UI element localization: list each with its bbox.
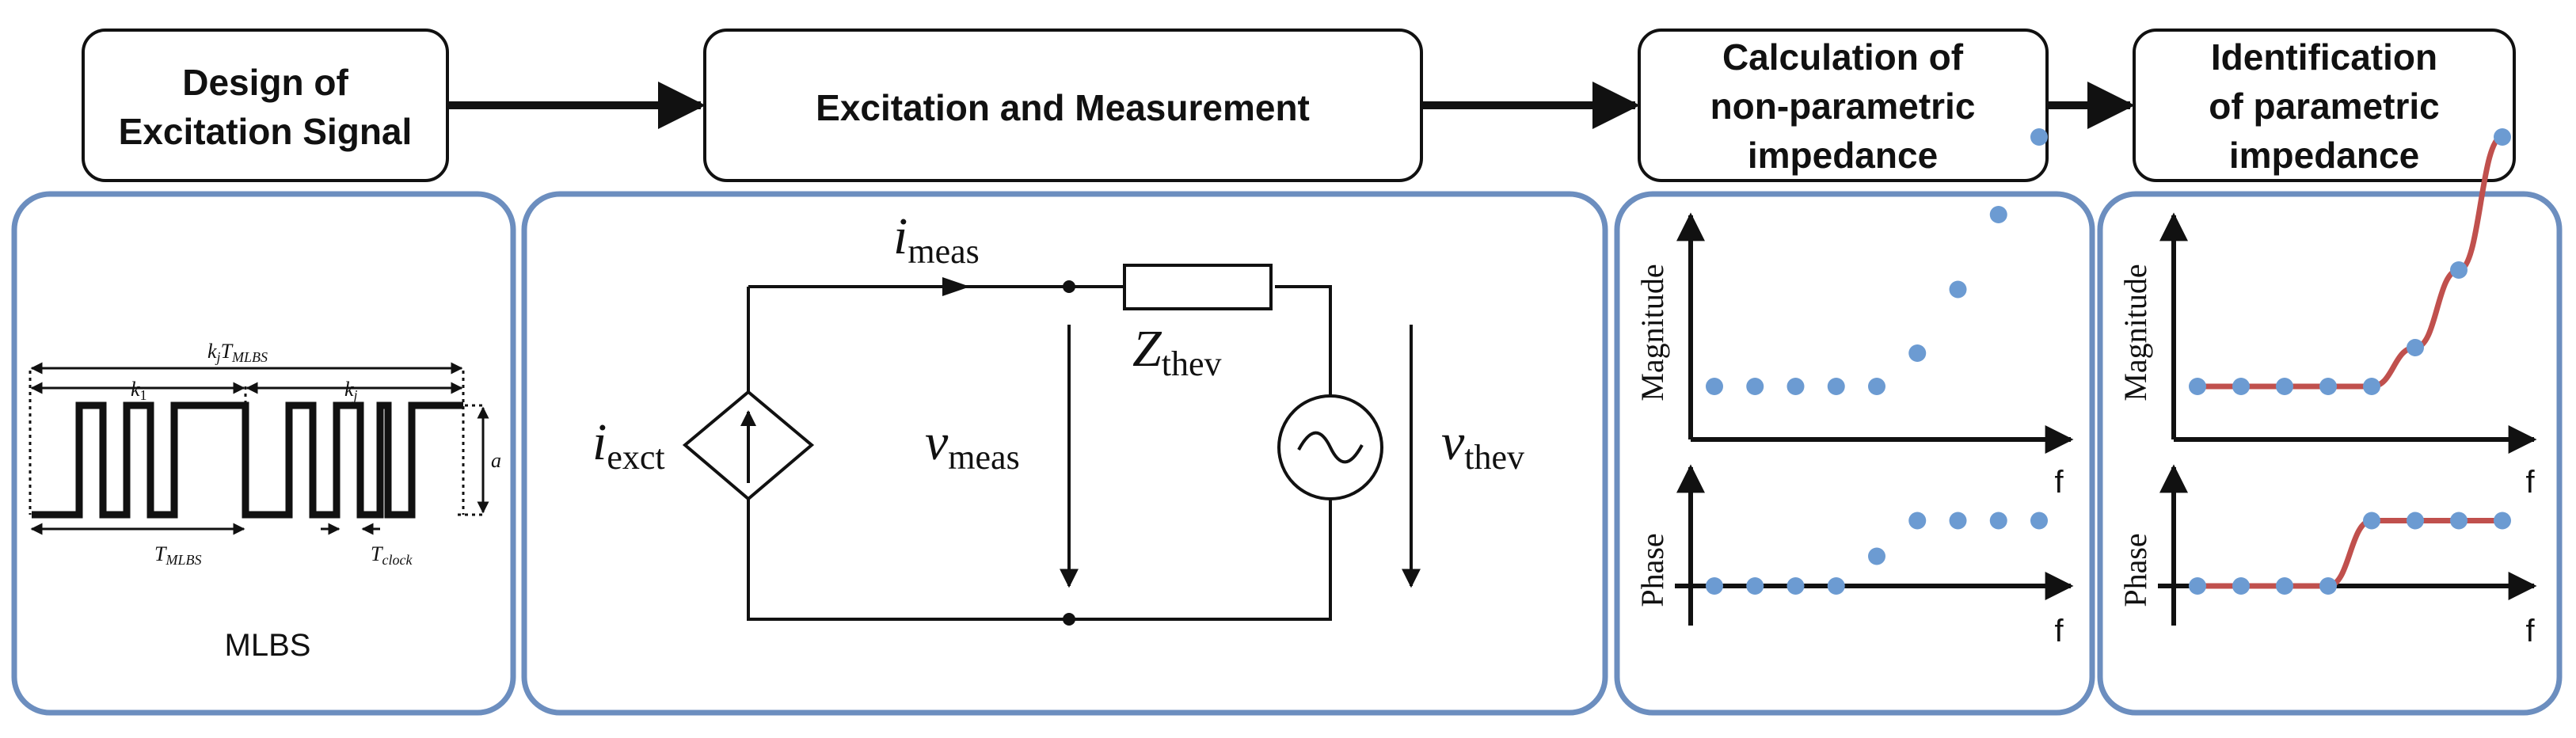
np-magnitude-data-point: [1908, 344, 1927, 362]
stage-calculation: Calculation of non-parametric impedance: [1638, 29, 2049, 182]
label-i-meas: imeas: [893, 207, 980, 271]
np-phase-data-point: [1706, 577, 1723, 595]
mlbs-caption: MLBS: [225, 628, 311, 663]
np-magnitude-data-point: [1827, 378, 1845, 395]
p-magnitude-data-point: [2319, 378, 2337, 395]
p-magnitude-f-label: f: [2525, 465, 2535, 500]
np-phase-data-point: [1949, 512, 1967, 530]
stage-design: Design of Excitation Signal: [82, 29, 449, 182]
p-magnitude-data-point: [2189, 378, 2206, 395]
stage-design-line2: Excitation Signal: [119, 111, 413, 152]
panel-mlbs: [11, 191, 516, 716]
label-v-thev: vthev: [1441, 413, 1524, 477]
np-phase-f-label: f: [2054, 614, 2064, 649]
np-magnitude-data-point: [1706, 378, 1723, 395]
np-magnitude-axis-title: Magnitude: [1634, 264, 1670, 401]
label-k1: k1: [131, 378, 147, 403]
np-phase-data-point: [1989, 512, 2007, 530]
np-phase-data-point: [1786, 577, 1805, 595]
p-magnitude-axis-title: Magnitude: [2117, 264, 2153, 401]
p-phase-data-point: [2232, 577, 2250, 595]
stage-excitation: Excitation and Measurement: [703, 29, 1423, 182]
label-z-thev: Zthev: [1132, 320, 1221, 383]
p-phase-data-point: [2407, 512, 2424, 530]
p-phase-data-point: [2319, 577, 2337, 595]
np-magnitude-data-point: [1949, 280, 1967, 299]
panel-nonparametric: [1614, 191, 2095, 716]
np-phase-data-point: [1746, 577, 1764, 595]
label-kj-tmlbs: kjTMLBS: [207, 340, 268, 365]
p-phase-f-label: f: [2525, 614, 2535, 649]
stage-identification-line1: Identification: [2211, 36, 2437, 78]
stage-excitation-label: Excitation and Measurement: [816, 87, 1310, 128]
panel-parametric: [2097, 191, 2563, 716]
stage-identification-line2: of parametric: [2209, 86, 2439, 127]
np-magnitude-data-point: [1746, 378, 1764, 395]
mlbs-waveform: [32, 401, 463, 519]
p-phase-data-point: [2363, 512, 2380, 530]
voltage-source-symbol: [1277, 394, 1383, 500]
label-tclock: Tclock: [371, 542, 413, 568]
stage-identification-line3: impedance: [2229, 135, 2419, 176]
current-source-symbol: [682, 390, 815, 501]
p-phase-data-point: [2450, 512, 2468, 530]
label-i-exct: iexct: [592, 413, 665, 477]
np-magnitude-f-label: f: [2054, 465, 2064, 500]
p-phase-data-point: [2189, 577, 2206, 595]
stage-design-line1: Design of: [182, 62, 348, 103]
np-phase-data-point: [1868, 547, 1885, 565]
mlbs-signal-diagram: kjTMLBS k1 kj a TMLBS Tclock: [29, 340, 501, 568]
np-phase-data-point: [1827, 577, 1845, 595]
stage-identification: Identification of parametric impedance: [2133, 29, 2516, 182]
impedance-symbol: [1123, 264, 1273, 310]
np-magnitude-data-point: [1868, 378, 1885, 395]
stage-calculation-line3: impedance: [1748, 135, 1938, 176]
p-phase-data-point: [2494, 512, 2511, 530]
p-magnitude-data-point: [2407, 339, 2424, 356]
node-top: [1063, 280, 1075, 293]
np-phase-axis-title: Phase: [1634, 533, 1670, 607]
p-magnitude-data-point: [2276, 378, 2293, 395]
p-magnitude-data-point: [2363, 378, 2380, 395]
impedance-plots: [1675, 128, 2537, 626]
p-magnitude-data-point: [2232, 378, 2250, 395]
np-magnitude-data-point: [2030, 128, 2048, 146]
p-magnitude-data-point: [2450, 261, 2468, 279]
label-kj: kj: [344, 378, 358, 403]
p-phase-fit-curve: [2197, 518, 2502, 589]
np-phase-data-point: [2030, 512, 2048, 530]
p-phase-axis-title: Phase: [2117, 533, 2153, 607]
node-bottom: [1063, 613, 1075, 626]
stage-calculation-line1: Calculation of: [1722, 36, 1964, 78]
np-phase-data-point: [1908, 512, 1927, 530]
p-phase-data-point: [2276, 577, 2293, 595]
circuit-diagram: [682, 264, 1421, 626]
p-magnitude-data-point: [2494, 128, 2511, 146]
np-magnitude-data-point: [1786, 378, 1805, 395]
label-tmlbs: TMLBS: [154, 542, 201, 568]
label-amplitude: a: [491, 449, 501, 472]
label-v-meas: vmeas: [925, 413, 1020, 477]
stage-calculation-line2: non-parametric: [1710, 86, 1976, 127]
panel-circuit: [521, 191, 1608, 716]
np-magnitude-data-point: [1989, 206, 2007, 223]
